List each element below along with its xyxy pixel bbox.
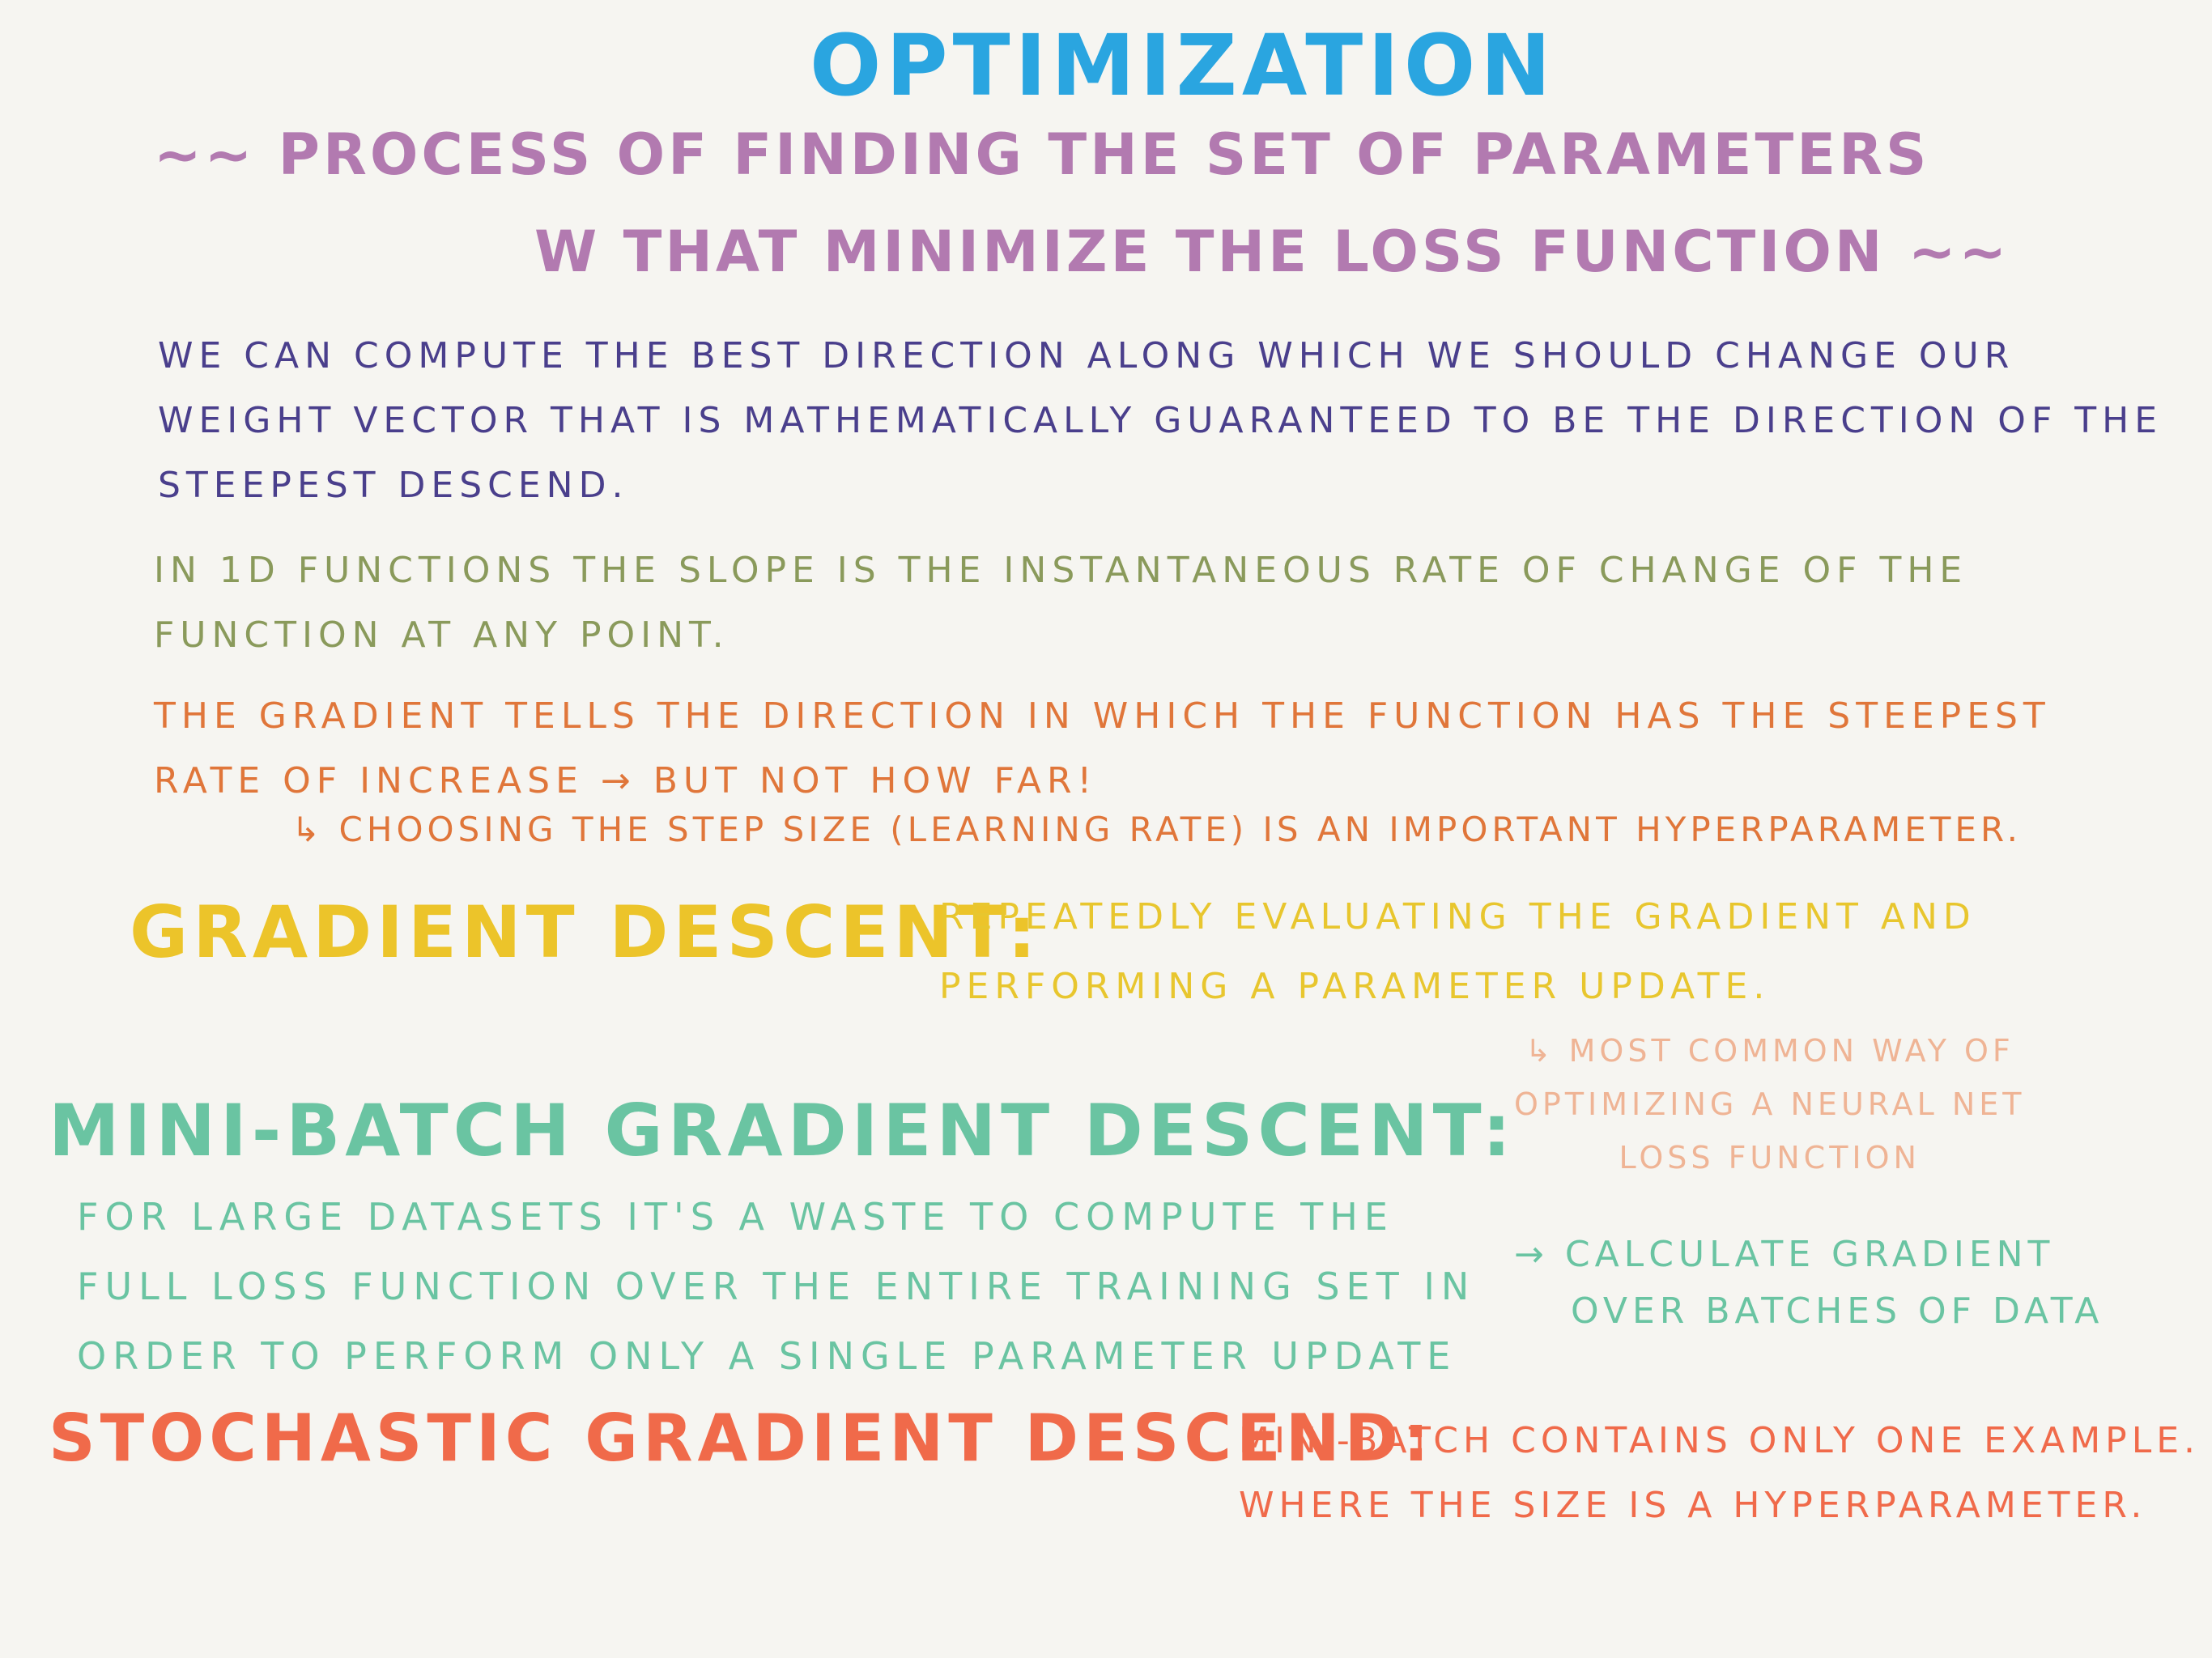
sgd-heading: Stochastic Gradient Descend: [49,1401,1435,1476]
slope-line-1: In 1D functions the slope is the instant… [154,550,1968,591]
mini-batch-heading: Mini-Batch Gradient Descent: [49,1089,1516,1172]
mini-batch-arrow-note: → calculate gradient over batches of dat… [1514,1226,2104,1340]
gd-desc-line-1: Repeatedly evaluating the gradient and [939,896,1976,937]
sgd-desc-line-2: Where the size is a hyperparameter. [1239,1485,2147,1526]
sgd-description: Mini-batch contains only one example. Wh… [1239,1409,2200,1538]
gd-note-line-2: optimizing a neural net [1514,1086,2026,1122]
gradient-line-1: The gradient tells the direction in whic… [154,695,2051,737]
mini-batch-description: For large datasets it's a waste to compu… [77,1182,1475,1391]
mb-desc-line-2: full loss function over the entire train… [77,1265,1476,1308]
gradient-line-2: rate of increase → but not how far! [154,760,1098,801]
mb-desc-line-1: For large datasets it's a waste to compu… [77,1195,1394,1239]
gd-note-line-3: loss function [1619,1140,1921,1175]
subtitle-line-2: W that minimize the loss function ~~ [534,219,2010,285]
direction-line-1: We can compute the best direction along … [158,335,2015,376]
sgd-desc-line-1: Mini-batch contains only one example. [1239,1420,2200,1461]
direction-note: We can compute the best direction along … [158,324,2163,518]
slope-note: In 1D functions the slope is the instant… [154,538,1967,668]
page-title: Optimization [810,16,1556,115]
gd-note-line-1: ↳ most common way of [1525,1033,2014,1069]
gradient-descent-description: Repeatedly evaluating the gradient and p… [939,882,1976,1022]
slope-line-2: function at any point. [154,614,730,656]
mb-arrow-line-2: over batches of data [1571,1290,2104,1332]
subtitle-line-1: ~~ Process of finding the set of paramet… [154,121,1930,188]
gradient-note: The gradient tells the direction in whic… [154,684,2051,814]
direction-line-2: weight vector that is mathematically gua… [158,400,2163,441]
gradient-descent-side-note: ↳ most common way of optimizing a neural… [1514,1024,2026,1184]
mb-arrow-line-1: → calculate gradient [1514,1234,2055,1275]
gradient-descent-heading: Gradient Descent: [130,891,1041,974]
step-size-note: ↳ choosing the step size (learning rate)… [291,810,2022,849]
direction-line-3: steepest descend. [158,465,629,506]
gd-desc-line-2: performing a parameter update. [939,966,1771,1007]
mb-desc-line-3: order to perform only a single parameter… [77,1334,1457,1378]
